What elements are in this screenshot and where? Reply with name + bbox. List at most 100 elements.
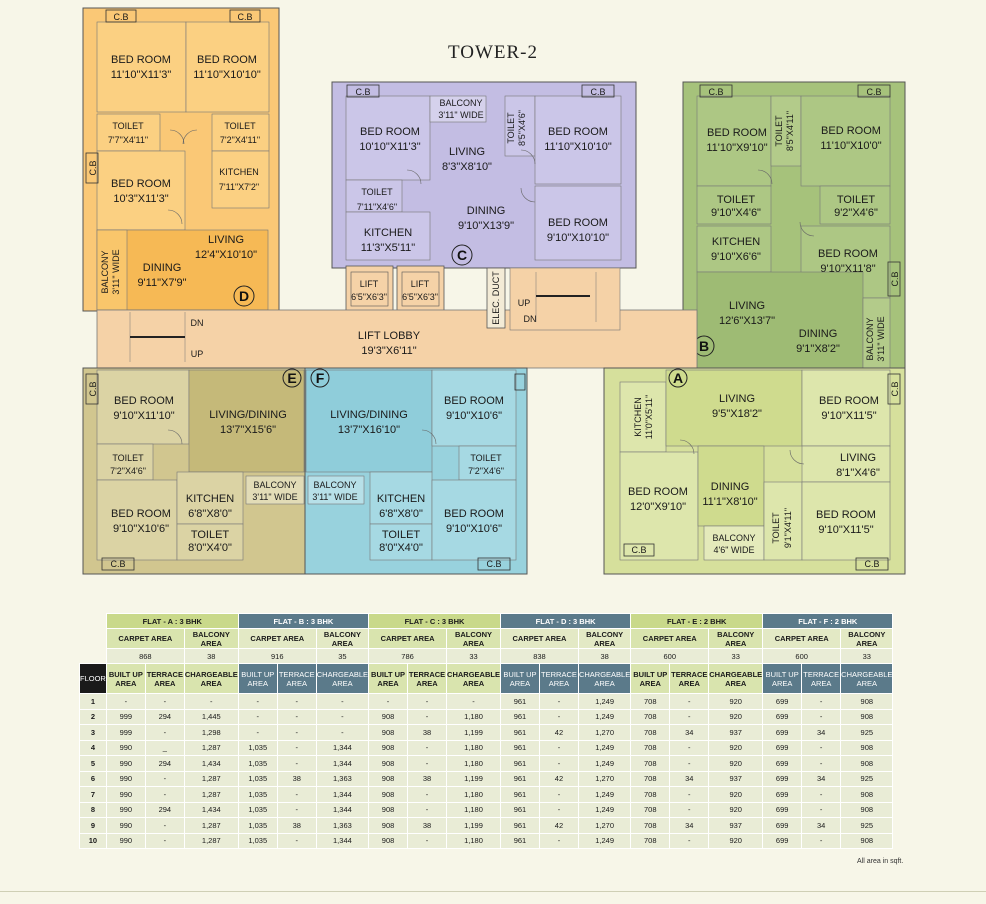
table-cell: 1,180 xyxy=(446,739,501,756)
b-living-dim: 12'6"X13'7" xyxy=(719,315,775,327)
b-toilet3-name: TOILET xyxy=(837,194,876,206)
col-builtup: BUILT UP AREA xyxy=(630,663,671,694)
balcony-area-label: BALCONY AREA xyxy=(708,628,764,649)
table-cell: 38 xyxy=(276,817,317,834)
table-cell: 699 xyxy=(762,724,803,741)
table-cell: 699 xyxy=(762,786,803,803)
table-cell: - xyxy=(315,724,370,741)
table-cell: 699 xyxy=(762,801,803,818)
table-cell: - xyxy=(801,832,842,849)
d-dining-name: DINING xyxy=(143,262,182,274)
table-cell: 38 xyxy=(407,817,448,834)
table-cell: - xyxy=(144,832,185,849)
b-toilet1-name: TOILET xyxy=(774,115,784,147)
table-cell: - xyxy=(407,739,448,756)
table-cell: 699 xyxy=(762,770,803,787)
d-bed2-dim: 11'10"X10'10" xyxy=(193,69,261,81)
col-terrace: TERRACE AREA xyxy=(407,663,448,694)
f-living-dim: 13'7"X16'10" xyxy=(338,424,400,436)
balcony-area-label: BALCONY AREA xyxy=(446,628,501,649)
flat-letter-f: F xyxy=(316,370,325,386)
table-cell: - xyxy=(407,693,448,710)
e-toilet1-dim: 7'2"X4'6" xyxy=(110,466,146,476)
flat-letter-a: A xyxy=(673,370,683,386)
table-cell: 294 xyxy=(144,755,185,772)
table-cell: - xyxy=(276,801,317,818)
f-toilet2-name: TOILET xyxy=(382,529,421,541)
carpet-area-label: CARPET AREA xyxy=(762,628,842,649)
flat-f xyxy=(304,367,528,575)
flat-letter-d: D xyxy=(239,288,249,304)
flat-b-carpet: 916 xyxy=(237,648,317,664)
table-cell: 1,287 xyxy=(183,786,239,803)
table-cell: 1,434 xyxy=(183,801,239,818)
table-cell: 908 xyxy=(840,693,894,710)
c-living-name: LIVING xyxy=(449,146,485,158)
lift1-name: LIFT xyxy=(360,279,379,289)
table-cell: - xyxy=(538,786,579,803)
table-cell: 708 xyxy=(630,786,671,803)
stair2-up: UP xyxy=(518,298,531,308)
table-cell: 1,287 xyxy=(183,770,239,787)
area-note: All area in sqft. xyxy=(857,858,904,865)
c-toilet2-dim: 7'11"X4'6" xyxy=(357,202,397,212)
col-terrace: TERRACE AREA xyxy=(276,663,317,694)
a-balcony-dim: 4'6" WIDE xyxy=(714,545,755,555)
c-bed2-name: BED ROOM xyxy=(548,126,608,138)
floor-number: 2 xyxy=(79,708,107,725)
stair2-dn: DN xyxy=(524,314,537,324)
flat-a xyxy=(603,367,906,575)
d-bed3-name: BED ROOM xyxy=(111,178,171,190)
table-cell: - xyxy=(538,708,579,725)
a-bed3-name: BED ROOM xyxy=(816,509,876,521)
e-living-name: LIVING/DINING xyxy=(209,409,287,421)
col-terrace: TERRACE AREA xyxy=(669,663,710,694)
lobby-dim: 19'3"X6'11" xyxy=(361,345,416,357)
floor-number: 1 xyxy=(79,693,107,710)
f-balcony-dim: 3'11" WIDE xyxy=(312,492,357,502)
f-toilet2-dim: 8'0"X4'0" xyxy=(379,542,423,554)
b-bed3-name: BED ROOM xyxy=(818,248,878,260)
table-cell: 920 xyxy=(708,786,764,803)
table-cell: 1,180 xyxy=(446,801,501,818)
table-cell: - xyxy=(801,708,842,725)
table-cell: - xyxy=(669,801,710,818)
floor-number: 9 xyxy=(79,817,107,834)
flat-c-header: FLAT - C : 3 BHK xyxy=(368,613,501,629)
flat-b-balcony: 35 xyxy=(315,648,370,664)
table-cell: - xyxy=(276,724,317,741)
table-cell: - xyxy=(407,755,448,772)
flat-b xyxy=(682,81,906,369)
cb-label: C.B xyxy=(864,559,879,569)
table-cell: - xyxy=(144,786,185,803)
table-cell: 42 xyxy=(538,770,579,787)
flat-c xyxy=(331,81,637,313)
table-cell: 1,287 xyxy=(183,817,239,834)
table-cell: 908 xyxy=(368,817,409,834)
cb-label: C.B xyxy=(866,87,881,97)
table-cell: - xyxy=(801,755,842,772)
flat-f-carpet: 600 xyxy=(762,648,842,664)
table-cell: - xyxy=(446,693,501,710)
table-cell: 1,249 xyxy=(577,786,632,803)
table-cell: - xyxy=(669,755,710,772)
b-kitchen-dim: 9'10"X6'6" xyxy=(711,251,761,263)
table-cell: 1,180 xyxy=(446,832,501,849)
d-living-dim: 12'4"X10'10" xyxy=(195,249,257,261)
door-swings xyxy=(167,129,815,465)
table-cell: 1,035 xyxy=(237,801,278,818)
table-cell: 920 xyxy=(708,708,764,725)
c-balcony-dim: 3'11" WIDE xyxy=(438,110,483,120)
table-cell: 920 xyxy=(708,739,764,756)
col-terrace: TERRACE AREA xyxy=(801,663,842,694)
table-cell: 1,344 xyxy=(315,739,370,756)
lift2-name: LIFT xyxy=(411,279,430,289)
table-cell: 1,249 xyxy=(577,832,632,849)
table-cell: 908 xyxy=(368,739,409,756)
